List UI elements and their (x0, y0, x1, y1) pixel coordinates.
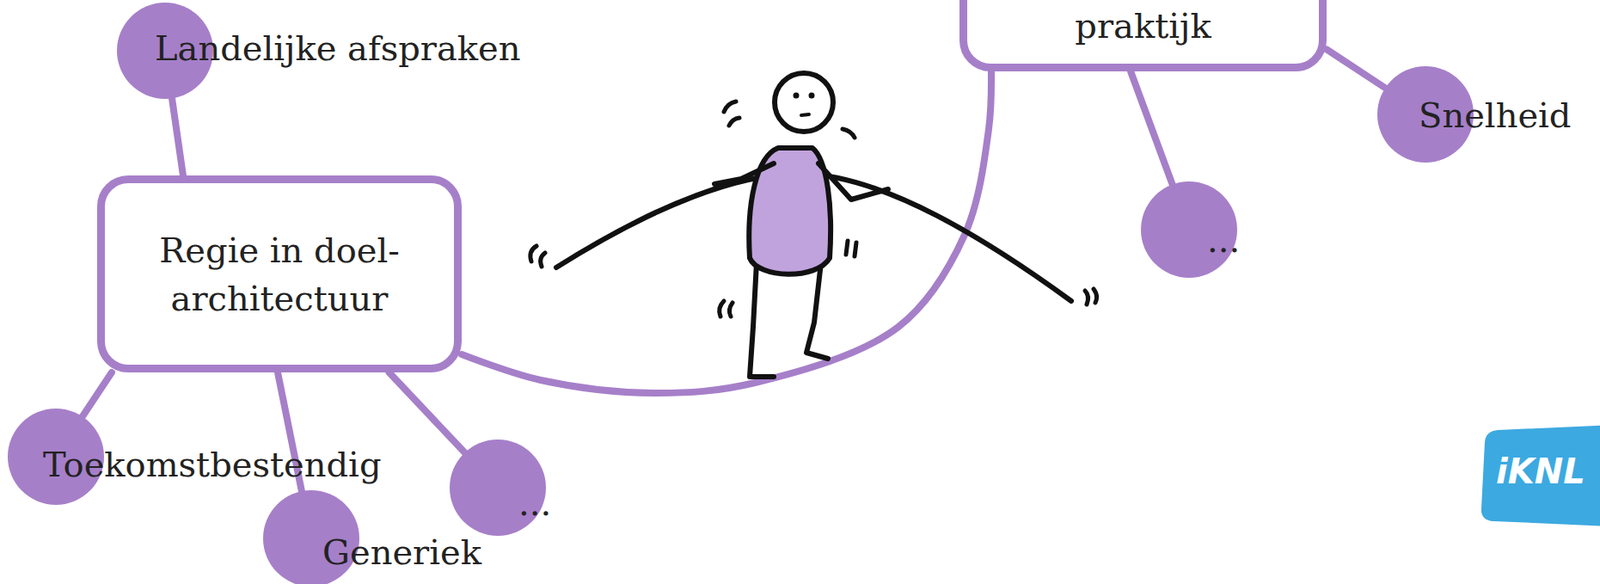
connector-line (1130, 71, 1173, 184)
connector-line (389, 372, 466, 453)
theme-box: Regie in doel- architectuur (97, 175, 462, 373)
motion-mark (842, 128, 855, 138)
topic-circle: Generiek (263, 490, 360, 584)
topic-circle: ... (1140, 181, 1238, 278)
motion-mark (1093, 288, 1098, 303)
walker-leg (806, 262, 828, 359)
node-text: Landelijke afspraken (154, 30, 522, 66)
tightrope-walker (530, 73, 1098, 377)
topic-circle: Toekomstbestendig (7, 408, 105, 505)
motion-mark (723, 101, 736, 112)
walker-head (774, 73, 834, 132)
motion-mark (530, 245, 537, 262)
connector-line (171, 98, 184, 176)
node-text: Generiek (322, 534, 482, 570)
motion-mark (1085, 290, 1089, 305)
connector-line (1326, 49, 1386, 88)
connector-line (461, 71, 992, 393)
theme-box: praktijk (959, 0, 1327, 72)
node-text: Snelheid (1418, 98, 1571, 133)
motion-mark (729, 302, 733, 317)
topic-circle: Snelheid (1377, 66, 1474, 163)
walker-eye (794, 93, 799, 99)
walker-leg (749, 262, 774, 377)
logo-text: iKNL (1495, 453, 1586, 489)
node-text: ... (1207, 222, 1240, 258)
motion-mark (845, 240, 848, 255)
walker-eye (809, 93, 815, 99)
motion-mark (854, 242, 857, 257)
walker-arm (818, 163, 889, 200)
node-text: Toekomstbestendig (42, 447, 382, 482)
connector-line (82, 372, 112, 417)
topic-circle: ... (449, 439, 546, 536)
logo-badge (1481, 424, 1600, 527)
node-text: ... (518, 485, 552, 521)
walker-mouth (801, 114, 810, 116)
motion-mark (729, 117, 740, 126)
node-text: praktijk (986, 1, 1300, 50)
motion-mark (540, 252, 546, 267)
motion-mark (719, 300, 724, 317)
node-text: Regie in doel- architectuur (123, 226, 436, 323)
walker-arm (714, 163, 774, 184)
topic-circle: Landelijke afspraken (116, 2, 214, 99)
